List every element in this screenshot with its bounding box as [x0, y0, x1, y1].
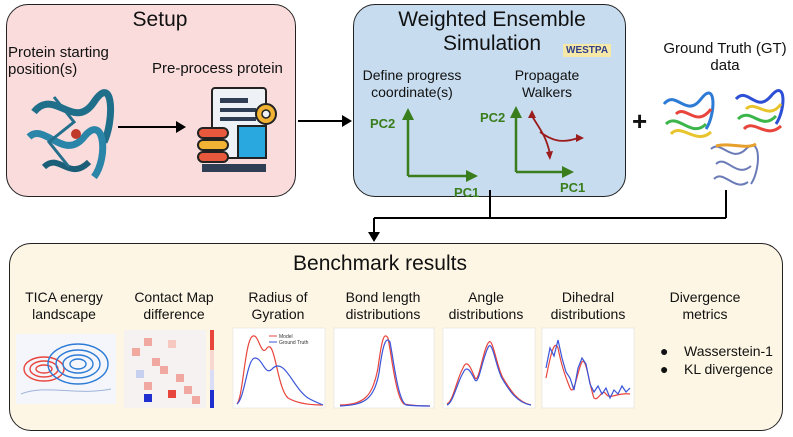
col-label-bond-length: Bond length distributions — [345, 289, 421, 322]
contact-map-thumbnail — [124, 330, 214, 408]
pc1-label-define: PC1 — [454, 185, 480, 200]
pc2-label-propagate: PC2 — [480, 110, 506, 125]
protein-label: Protein starting position(s) — [8, 44, 109, 78]
metric-bullet-2: ● — [660, 361, 669, 377]
connector-to-benchmark — [368, 190, 727, 242]
col-label-angle: Angle distributions — [448, 289, 524, 322]
dihedral-thumbnail — [541, 327, 635, 409]
tica-landscape-thumbnail — [16, 334, 116, 404]
col-label-contact-map: Contact Map difference — [134, 289, 214, 322]
preprocess-document-icon — [197, 87, 277, 172]
ground-truth-label: Ground Truth (GT) data — [663, 40, 787, 74]
pc1-label-propagate: PC1 — [560, 180, 586, 195]
col-label-divergence: Divergence metrics — [669, 289, 741, 322]
benchmark-title: Benchmark results — [293, 252, 467, 275]
metric-bullet-1: ● — [660, 343, 669, 359]
col-label-dihedral: Dihedral distributions — [550, 289, 626, 322]
simulation-title: Weighted Ensemble Simulation — [398, 8, 586, 55]
pc2-label-define: PC2 — [370, 116, 396, 131]
protein-structure-icon — [26, 89, 114, 180]
ground-truth-structures-icon — [662, 89, 785, 186]
angle-thumbnail — [442, 327, 536, 409]
arrow-to-simulation — [298, 115, 352, 127]
define-coordinate-label: Define progress coordinate(s) — [362, 67, 462, 100]
plus-sign: + — [632, 106, 648, 136]
setup-title: Setup — [132, 8, 188, 31]
col-label-radius-gyration: Radius of Gyration — [248, 289, 308, 322]
preprocess-label: Pre-process protein — [152, 60, 283, 77]
simulation-panel — [353, 4, 626, 197]
rg-legend-model: Model — [279, 334, 293, 340]
radius-gyration-thumbnail: Model Ground Truth — [232, 327, 326, 409]
metric-kl-divergence: KL divergence — [684, 361, 773, 377]
propagate-walkers-label: Propagate Walkers — [514, 67, 580, 100]
pc-axes-define — [402, 108, 478, 182]
col-label-tica: TICA energy landscape — [25, 289, 103, 322]
rg-legend-gt: Ground Truth — [279, 340, 309, 346]
westpa-logo: WESTPA — [563, 44, 612, 57]
pc-axes-propagate — [510, 106, 584, 178]
bond-length-thumbnail — [333, 327, 435, 409]
metric-wasserstein: Wasserstein-1 — [684, 343, 773, 359]
arrow-to-preprocess — [118, 121, 186, 133]
